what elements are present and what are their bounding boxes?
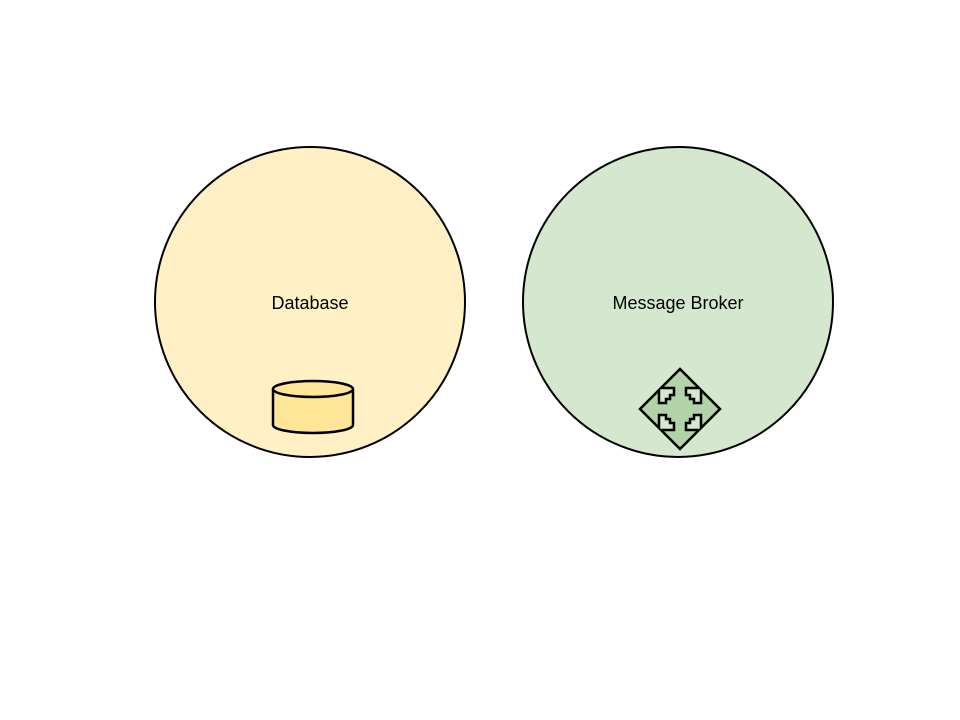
four-way-arrows-icon [638, 367, 722, 451]
database-cylinder-icon [271, 379, 355, 435]
message-broker-label: Message Broker [612, 293, 744, 313]
database-node[interactable]: Database [154, 146, 466, 458]
message-broker-node[interactable]: Message Broker [522, 146, 834, 458]
database-label: Database [271, 293, 349, 313]
